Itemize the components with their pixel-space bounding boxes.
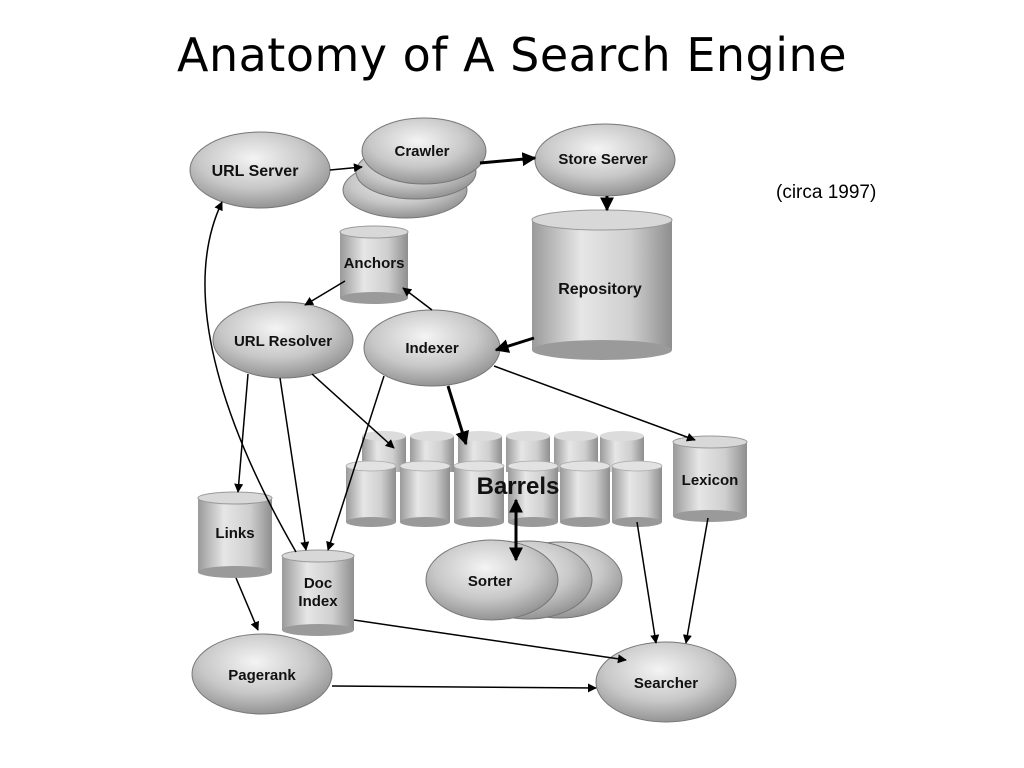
searcher-label: Searcher: [634, 675, 698, 692]
url-resolver-label: URL Resolver: [234, 333, 332, 350]
doc-index-label-line1: Doc: [304, 575, 332, 592]
edge-links-pagerank: [235, 577, 259, 631]
edge-urlserver-crawler: [329, 163, 363, 173]
crawler-node: Crawler: [342, 117, 487, 219]
pagerank-label: Pagerank: [228, 667, 296, 684]
lexicon-node: Lexicon: [672, 435, 748, 522]
indexer-node: Indexer: [363, 309, 501, 387]
url-server-label: URL Server: [212, 163, 299, 180]
crawler-label: Crawler: [394, 143, 449, 160]
links-node: Links: [197, 491, 273, 578]
edge-lexicon-searcher: [682, 517, 709, 644]
anchors-label: Anchors: [344, 255, 405, 272]
indexer-label: Indexer: [405, 340, 459, 357]
edge-repository-indexer: [494, 336, 535, 353]
url-resolver-node: URL Resolver: [212, 301, 354, 379]
edge-indexer-docindex: [326, 375, 385, 551]
edge-docindex-urlserver: [204, 201, 297, 553]
doc-index-label-line2: Index: [298, 593, 338, 610]
edge-indexer-barrels: [446, 385, 469, 446]
circa-note: (circa 1997): [776, 182, 877, 203]
store-server-label: Store Server: [558, 151, 647, 168]
lexicon-label: Lexicon: [682, 472, 739, 489]
pagerank-node: Pagerank: [191, 633, 333, 715]
edge-urlresolver-docindex: [279, 377, 310, 551]
edge-pagerank-searcher: [331, 683, 597, 693]
edge-urlresolver-links: [234, 373, 249, 493]
edge-docindex-searcher: [353, 619, 627, 664]
url-server-node: URL Server: [189, 131, 331, 209]
anchors-node: Anchors: [339, 225, 409, 304]
edge-crawler-storeserver: [479, 152, 537, 167]
searcher-node: Searcher: [595, 641, 737, 723]
store-server-node: Store Server: [534, 123, 676, 197]
repository-node: Repository: [531, 209, 673, 360]
links-label: Links: [215, 525, 254, 542]
repository-label: Repository: [558, 281, 642, 298]
edge-barrels-searcher: [636, 521, 660, 644]
doc-index-node: Doc Index: [281, 549, 355, 636]
slide-title: Anatomy of A Search Engine: [176, 28, 847, 82]
edge-indexer-lexicon: [493, 365, 696, 442]
barrels-label: Barrels: [477, 473, 560, 500]
edge-anchors-urlresolver: [304, 280, 346, 306]
sorter-node: Sorter: [425, 539, 623, 621]
barrels-node: Barrels: [345, 431, 663, 527]
edge-urlresolver-barrels: [311, 373, 395, 449]
sorter-label: Sorter: [468, 573, 512, 590]
edge-indexer-anchors: [402, 287, 433, 311]
